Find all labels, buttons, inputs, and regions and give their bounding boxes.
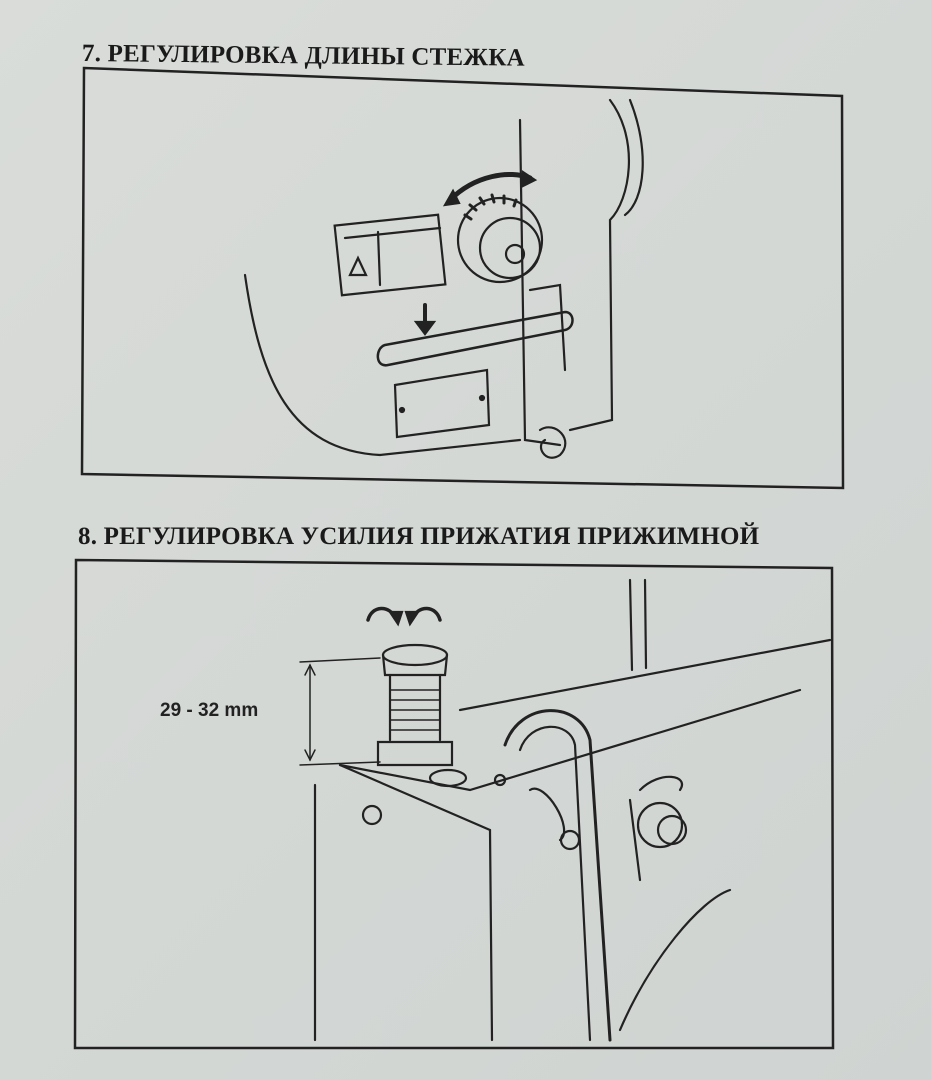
pressure-screw-icon xyxy=(376,643,468,788)
section-8-heading: 8. РЕГУЛИРОВКА УСИЛИЯ ПРИЖАТИЯ ПРИЖИМНОЙ xyxy=(78,523,760,550)
stitch-dial-icon xyxy=(456,193,544,284)
dimension-label: 29 - 32 mm xyxy=(160,700,259,721)
figure-8-presser-pressure xyxy=(73,558,835,1050)
figure-7-stitch-length xyxy=(80,66,845,490)
